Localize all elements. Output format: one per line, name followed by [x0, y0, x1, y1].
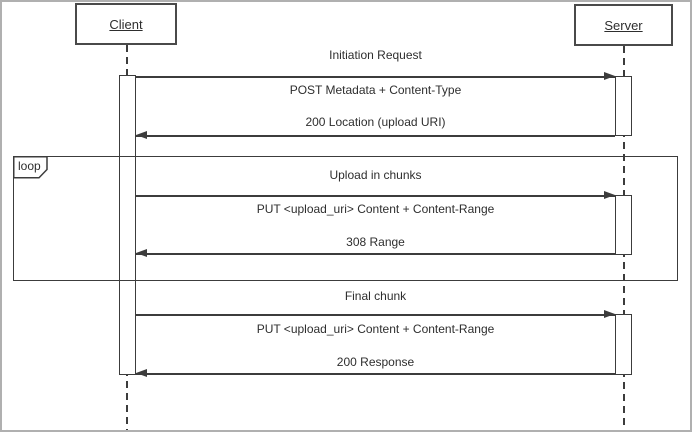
message-label-location-response: 200 Location (upload URI)	[305, 115, 446, 129]
client-activation-bar	[119, 75, 136, 375]
loop-operator-pentagon-icon	[12, 155, 48, 178]
message-line-put-final	[136, 314, 615, 316]
message-label-post-metadata: POST Metadata + Content-Type	[289, 83, 462, 97]
arrowhead-left-icon	[136, 249, 147, 257]
message-label-final-response: 200 Response	[336, 355, 415, 369]
section-label-chunks: Upload in chunks	[329, 168, 422, 182]
message-line-location-response	[136, 135, 615, 137]
arrowhead-left-icon	[136, 131, 147, 139]
arrowhead-right-icon	[604, 72, 615, 80]
message-label-range-response: 308 Range	[346, 235, 405, 249]
server-actor-label: Server	[604, 17, 643, 33]
message-line-post-metadata	[136, 76, 615, 78]
server-activation-bar-3	[615, 314, 632, 375]
server-activation-bar-2	[615, 195, 632, 255]
message-line-final-response	[136, 373, 615, 375]
message-label-put-final: PUT <upload_uri> Content + Content-Range	[256, 322, 495, 336]
client-actor-label: Client	[109, 16, 143, 32]
client-actor-box: Client	[75, 3, 177, 45]
server-activation-bar-1	[615, 76, 632, 136]
section-label-final: Final chunk	[344, 289, 407, 303]
loop-operator-label: loop	[18, 159, 41, 173]
message-line-range-response	[136, 253, 615, 255]
message-label-put-chunk: PUT <upload_uri> Content + Content-Range	[256, 202, 495, 216]
server-actor-box: Server	[574, 4, 673, 46]
message-line-put-chunk	[136, 195, 615, 197]
arrowhead-left-icon	[136, 369, 147, 377]
arrowhead-right-icon	[604, 310, 615, 318]
loop-fragment: loop	[12, 155, 678, 281]
arrowhead-right-icon	[604, 191, 615, 199]
section-label-initiation: Initiation Request	[329, 48, 422, 62]
